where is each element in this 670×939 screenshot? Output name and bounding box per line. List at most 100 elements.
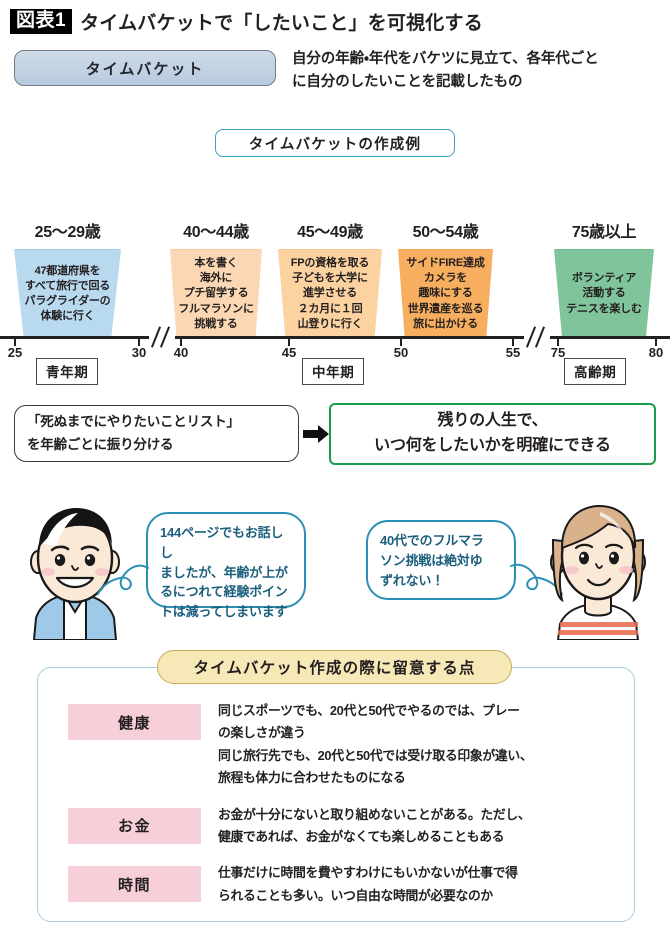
bucket-item: テニスを楽しむ (566, 302, 642, 315)
male-speech-line: るにつれて経験ポイン (160, 584, 288, 600)
bucket-item: 世界遺産を巡る (407, 302, 484, 315)
bucket-group: 75歳以上ボランティア活動するテニスを楽しむ (554, 218, 654, 337)
notes-heading-pill: タイムバケット作成の際に留意する点 (157, 650, 512, 684)
male-speech-bubble: 144ページでもお話しし ましたが、年齢が上が るにつれて経験ポイン トは減って… (146, 512, 306, 619)
bucket-item: 山登りに行く (297, 317, 363, 330)
conclusion-input-line: を年齢ごとに振り分ける (27, 436, 174, 452)
example-heading-pill: タイムバケットの作成例 (215, 129, 455, 157)
note-text-line: 仕事だけに時間を費やすわけにもいかないが仕事で得 (218, 865, 518, 881)
right-arrow-icon (303, 425, 329, 443)
male-speech-line: 144ページでもお話しし (160, 525, 284, 560)
bucket-age-label: 40〜44歳 (183, 224, 249, 241)
axis-tick-label: 25 (7, 345, 23, 360)
note-text-line: られることも多い。いつ自由な時間が必要なのか (218, 887, 493, 903)
note-tag-1: お金 (68, 807, 201, 844)
axis-tick (14, 336, 16, 346)
bucket-rim (280, 249, 380, 250)
female-speech-line: 40代でのフルマラ (380, 533, 484, 548)
bucket-item: 挑戦する (194, 317, 238, 330)
conclusion-input-line: 「死ぬまでにやりたいことリスト」 (27, 413, 240, 429)
note-text: お金が十分にないと取り組めないことがある。ただし、健康であれば、お金がなくても楽… (218, 804, 635, 849)
era-label-box: 高齢期 (564, 358, 627, 385)
bucket-item: フルマラソンに (178, 302, 254, 315)
axis-tick-label: 80 (648, 345, 664, 360)
bucket-item: 進学させる (303, 287, 357, 300)
bucket-group: 25〜29歳 47都道府県をすべて旅行で回るパラグライダーの体験に行く (14, 218, 121, 337)
female-speech-bubble: 40代でのフルマラ ソン挑戦は絶対ゆ ずれない！ (366, 520, 516, 600)
conclusion-output-line: 残りの人生で、 (437, 412, 548, 430)
axis-break-mark (149, 325, 175, 349)
note-tag-2: 時間 (68, 866, 201, 903)
time-bucket-term-label: タイムバケット (85, 60, 205, 78)
female-speech-line: ソン挑戦は絶対ゆ (380, 552, 483, 568)
bucket-item: パラグライダーの (24, 295, 111, 307)
bucket-item-list: 47都道府県をすべて旅行で回るパラグライダーの体験に行く (25, 264, 111, 325)
bucket-item: 子どもを大学に (292, 272, 368, 285)
bucket-group: 50〜54歳サイドFIRE達成カメラを趣味にする世界遺産を巡る旅に出かける (398, 218, 493, 337)
note-tag-0: 健康 (68, 704, 201, 740)
bucket-item: サイドFIRE達成 (406, 257, 485, 270)
female-speech-line: ずれない！ (380, 572, 445, 588)
time-bucket: 本を書く海外にプチ留学するフルマラソンに挑戦する (170, 249, 262, 337)
conclusion-output-line: いつ何をしたいかを明確にできる (374, 437, 611, 454)
note-row: 時間仕事だけに時間を費やすわけにもいかないが仕事で得られることも多い。いつ自由な… (37, 862, 635, 907)
bucket-item: 活動する (582, 287, 626, 300)
description-line: に自分のしたいことを記載したもの (292, 74, 523, 91)
era-label-box: 中年期 (302, 358, 365, 385)
bucket-item: 47都道府県を (34, 264, 101, 277)
axis-tick-label: 55 (505, 345, 521, 360)
bucket-item: 海外に (199, 272, 233, 285)
example-heading-label: タイムバケットの作成例 (248, 136, 422, 153)
male-character-illustration (30, 508, 120, 640)
axis-break-mark (524, 325, 550, 349)
axis-tick-label: 45 (281, 345, 297, 360)
axis-tick (557, 336, 559, 346)
axis-tick (512, 336, 514, 346)
notes-row-list: 健康同じスポーツでも、20代と50代でやるのでは、プレーの楽しさが違う同じ旅行先… (37, 700, 635, 921)
timeline-diagram: 25〜29歳 47都道府県をすべて旅行で回るパラグライダーの体験に行く 40〜44歳… (0, 180, 670, 385)
note-text-line: 同じスポーツでも、20代と50代でやるのでは、プレー (218, 703, 520, 718)
conclusion-output-box: 残りの人生で、 いつ何をしたいかを明確にできる (329, 403, 656, 465)
bucket-rim (400, 249, 491, 250)
bucket-age-label: 45〜49歳 (297, 224, 363, 241)
bucket-item: ボランティア (571, 272, 637, 285)
axis-tick-label: 30 (131, 345, 147, 360)
female-character-illustration (550, 504, 646, 640)
axis-tick (400, 336, 402, 346)
bucket-age-label: 50〜54歳 (412, 224, 479, 241)
bucket-item: プチ留学する (183, 287, 249, 300)
note-text: 同じスポーツでも、20代と50代でやるのでは、プレーの楽しさが違う同じ旅行先でも… (218, 700, 635, 790)
bucket-item: カメラを (423, 272, 468, 285)
note-row: 健康同じスポーツでも、20代と50代でやるのでは、プレーの楽しさが違う同じ旅行先… (37, 700, 635, 790)
axis-tick (655, 336, 657, 346)
time-bucket: サイドFIRE達成カメラを趣味にする世界遺産を巡る旅に出かける (398, 249, 493, 337)
bucket-item: ２カ月に１回 (297, 302, 363, 315)
time-bucket-term-pill: タイムバケット (14, 50, 276, 86)
timeline-axis (0, 336, 670, 339)
bucket-rim (172, 249, 260, 250)
era-label-box: 青年期 (36, 358, 99, 385)
bucket-item: 体験に行く (40, 310, 95, 323)
axis-tick (138, 336, 140, 346)
note-text: 仕事だけに時間を費やすわけにもいかないが仕事で得られることも多い。いつ自由な時間… (218, 862, 635, 907)
page-title: タイムバケットで「したいこと」を可視化する (80, 13, 483, 34)
commentary-section: 144ページでもお話しし ましたが、年齢が上が るにつれて経験ポイン トは減って… (0, 498, 670, 643)
male-bubble-tail-icon (97, 564, 149, 595)
notes-heading-label: タイムバケット作成の際に留意する点 (193, 660, 476, 677)
axis-tick-label: 75 (550, 345, 566, 360)
note-text-line: 旅程も体力に合わせたものになる (218, 770, 406, 786)
bucket-rim (16, 249, 119, 250)
bucket-item-list: サイドFIRE達成カメラを趣味にする世界遺産を巡る旅に出かける (406, 256, 484, 332)
bucket-age-label: 25〜29歳 (34, 224, 101, 241)
note-text-line: 健康であれば、お金がなくても楽しめることもある (218, 828, 505, 844)
bucket-age-label: 75歳以上 (571, 224, 637, 241)
axis-tick (288, 336, 290, 346)
axis-tick-label: 50 (393, 345, 409, 360)
bucket-item: 趣味にする (418, 287, 473, 300)
figure-number-badge: 図表1 (10, 9, 73, 34)
axis-tick (180, 336, 182, 346)
conclusion-input-box: 「死ぬまでにやりたいことリスト」 を年齢ごとに振り分ける (14, 405, 299, 462)
